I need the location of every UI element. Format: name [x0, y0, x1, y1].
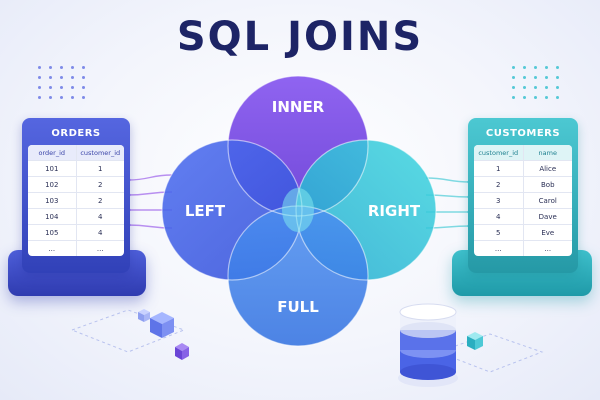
venn-center-highlight	[282, 188, 314, 232]
table-cell: ...	[544, 244, 552, 253]
table-row: 5 Eve	[474, 225, 572, 241]
table-cell: 2	[98, 196, 103, 205]
table-cell: Carol	[538, 196, 557, 205]
table-row: 3 Carol	[474, 193, 572, 209]
table-cell: 4	[98, 212, 103, 221]
table-cell: 2	[98, 180, 103, 189]
table-cell: ...	[28, 241, 77, 256]
dashed-plate-left	[70, 309, 186, 353]
venn-label-full: FULL	[277, 298, 319, 316]
table-row: 101 1	[28, 161, 124, 177]
table-cell: ...	[96, 244, 104, 253]
page-title: SQL JOINS	[176, 14, 424, 60]
table-cell: 105	[28, 225, 77, 240]
column-header: customer_id	[474, 145, 524, 160]
cube-icon	[150, 312, 174, 338]
table-cell: 3	[474, 193, 524, 208]
orders-title: ORDERS	[51, 128, 101, 139]
table-cell: 103	[28, 193, 77, 208]
table-row: 102 2	[28, 177, 124, 193]
table-cell: ...	[474, 241, 524, 256]
table-cell: 1	[474, 161, 524, 176]
table-row: ... ...	[28, 241, 124, 256]
table-row: 1 Alice	[474, 161, 572, 177]
venn-circle-full	[228, 206, 368, 346]
table-cell: 104	[28, 209, 77, 224]
table-cell: 4	[474, 209, 524, 224]
table-cell: 2	[474, 177, 524, 192]
table-cell: Alice	[539, 164, 557, 173]
customers-header-row: customer_id name	[474, 145, 572, 161]
table-cell: 5	[474, 225, 524, 240]
table-row: 4 Dave	[474, 209, 572, 225]
database-icon	[398, 303, 458, 387]
cube-icon-purple	[175, 343, 189, 360]
cube-icon-small	[138, 309, 150, 322]
venn-label-inner: INNER	[272, 98, 325, 116]
table-cell: 102	[28, 177, 77, 192]
venn-label-left: LEFT	[185, 202, 226, 220]
column-header: name	[538, 148, 557, 157]
table-row: 104 4	[28, 209, 124, 225]
column-header: customer_id	[80, 148, 121, 157]
table-cell: Dave	[538, 212, 557, 221]
dot-grid-right	[512, 66, 560, 99]
venn-label-right: RIGHT	[368, 202, 421, 220]
customers-table: customer_id name 1 Alice 2 Bob 3 Carol 4…	[474, 145, 572, 256]
customers-title: CUSTOMERS	[485, 128, 561, 139]
column-header: order_id	[28, 145, 77, 160]
customers-table-card: CUSTOMERS customer_id name 1 Alice 2 Bob…	[468, 118, 578, 273]
table-cell: Eve	[541, 228, 555, 237]
table-cell: 101	[28, 161, 77, 176]
orders-table: order_id customer_id 101 1 102 2 103 2 1…	[28, 145, 124, 256]
table-row: ... ...	[474, 241, 572, 256]
table-cell: Bob	[540, 180, 555, 189]
orders-header-row: order_id customer_id	[28, 145, 124, 161]
table-row: 103 2	[28, 193, 124, 209]
dot-grid-left	[38, 66, 86, 99]
table-row: 105 4	[28, 225, 124, 241]
cube-icon-cyan	[467, 332, 483, 350]
table-cell: 4	[98, 228, 103, 237]
table-row: 2 Bob	[474, 177, 572, 193]
table-cell: 1	[98, 164, 103, 173]
orders-table-card: ORDERS order_id customer_id 101 1 102 2 …	[22, 118, 130, 273]
